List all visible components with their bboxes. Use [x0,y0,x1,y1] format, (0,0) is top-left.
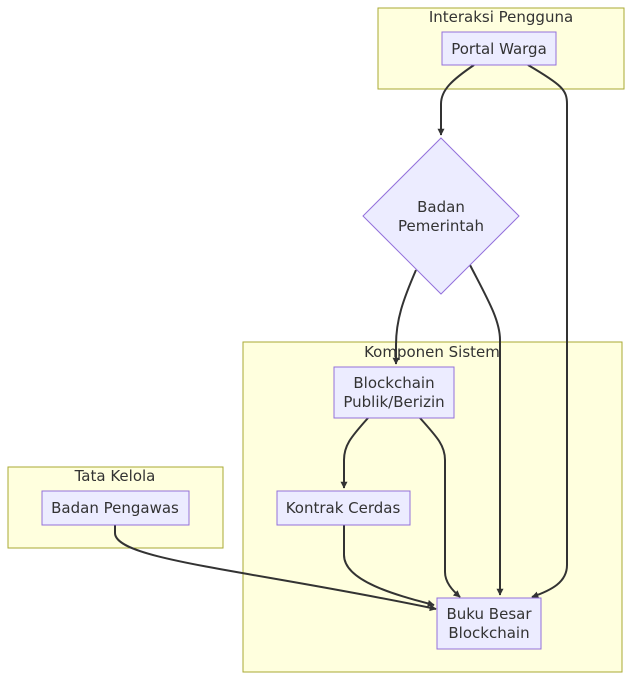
node-portal-warga[interactable]: Portal Warga [441,31,557,66]
edge-pengawas-to-buku-besar [114,525,437,612]
node-badan-pemerintah[interactable]: Badan Pemerintah [362,137,520,295]
node-label-badan-pemerintah-1: Badan [417,198,465,216]
cluster-label-interaksi: Interaksi Pengguna [429,8,573,26]
node-label-blockchain-1: Blockchain [353,374,434,392]
node-label-kontrak-cerdas: Kontrak Cerdas [286,499,401,517]
node-label-portal-warga: Portal Warga [451,40,547,58]
edge-blockchain-to-buku-besar [419,417,461,598]
cluster-interaksi-pengguna: Interaksi Pengguna [377,7,625,90]
node-kontrak-cerdas[interactable]: Kontrak Cerdas [276,490,411,526]
node-blockchain-publik[interactable]: Blockchain Publik/Berizin [333,366,455,419]
node-label-blockchain-2: Publik/Berizin [343,393,444,411]
cluster-label-komponen: Komponen Sistem [364,343,500,361]
edges [114,64,568,612]
edge-blockchain-to-kontrak [340,417,369,489]
node-badan-pengawas[interactable]: Badan Pengawas [41,490,190,526]
node-label-buku-besar-1: Buku Besar [447,605,533,623]
edge-portal-to-badan-pemerintah [437,64,475,136]
cluster-label-tata-kelola: Tata Kelola [74,467,156,485]
edge-pemerintah-to-blockchain [392,269,417,365]
edge-pemerintah-to-buku-besar [469,264,504,596]
node-buku-besar-blockchain[interactable]: Buku Besar Blockchain [436,597,542,650]
node-label-buku-besar-2: Blockchain [448,624,529,642]
edge-portal-to-buku-besar [527,64,568,599]
edge-kontrak-to-buku-besar [343,525,435,607]
node-label-badan-pemerintah-2: Pemerintah [398,217,484,235]
node-label-badan-pengawas: Badan Pengawas [51,499,179,517]
